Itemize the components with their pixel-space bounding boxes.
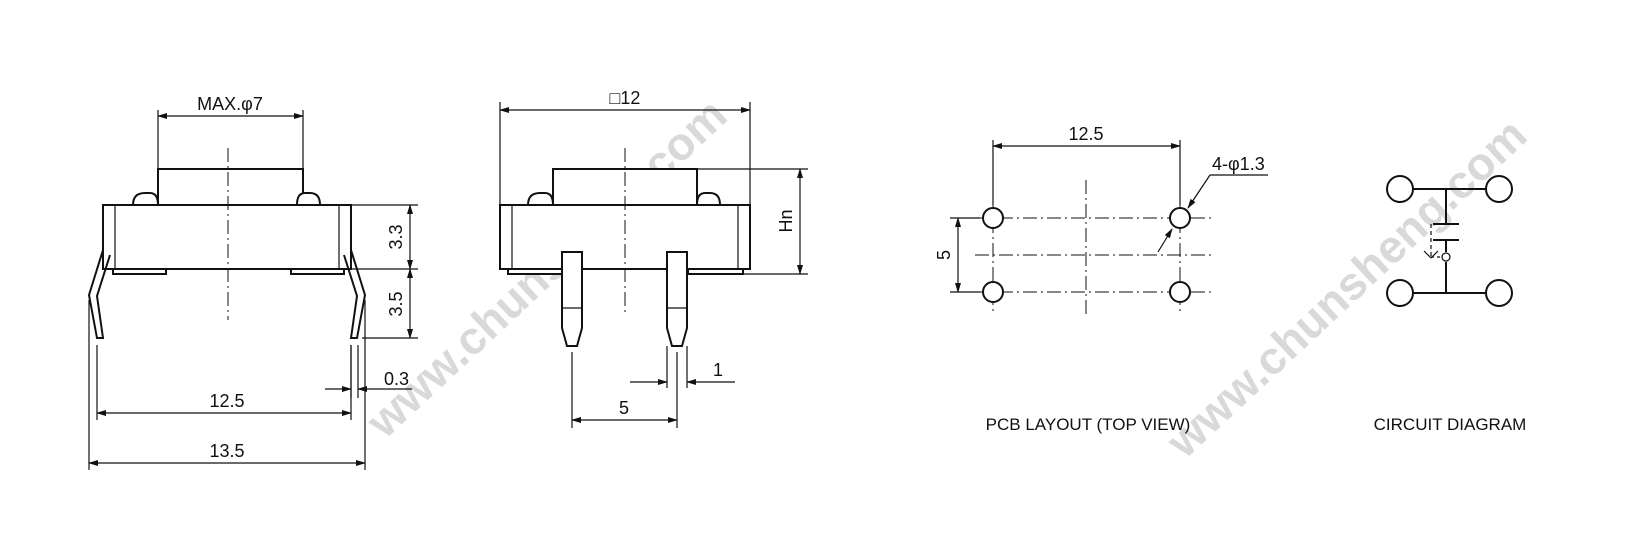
dim-gap: 0.3 <box>384 369 409 389</box>
side-pin-left <box>561 251 583 347</box>
dim-leg-height: 3.5 <box>386 291 406 316</box>
pcb-hole-bl <box>982 281 1004 303</box>
circuit-pivot <box>1441 252 1451 262</box>
circuit-terminal-tl <box>1386 175 1414 203</box>
dim-cap-dia: MAX.φ7 <box>197 94 263 114</box>
circuit-actuator-arrow <box>1423 250 1432 259</box>
pcb-hole-leader-out <box>1187 174 1211 209</box>
circuit-caption: CIRCUIT DIAGRAM <box>1374 415 1527 434</box>
dim-overall: 13.5 <box>209 441 244 461</box>
front-foot-left <box>112 268 167 275</box>
front-leg-left <box>87 249 111 339</box>
pcb-layout: 12.5 5 4-φ1.3 PCB LAYOUT (TOP VIEW) <box>934 124 1268 434</box>
pcb-hole-leader-in <box>1157 228 1173 253</box>
side-stem-left <box>527 192 554 206</box>
side-pin-right <box>666 251 688 347</box>
pcb-hole-br <box>1169 281 1191 303</box>
dim-pitch: 12.5 <box>209 391 244 411</box>
side-foot-right <box>687 268 744 275</box>
front-view: MAX.φ7 3.3 3.5 0.3 12.5 13.5 <box>87 94 418 470</box>
pcb-caption: PCB LAYOUT (TOP VIEW) <box>986 415 1191 434</box>
front-stem-right <box>296 192 321 206</box>
side-stem-right <box>696 192 721 206</box>
dim-pin-pitch: 5 <box>619 398 629 418</box>
dim-width: □12 <box>610 88 641 108</box>
side-view: □12 Hn 1 5 <box>499 88 808 428</box>
dim-pin-width: 1 <box>713 360 723 380</box>
front-leg-right <box>343 249 367 339</box>
pcb-pitch-x: 12.5 <box>1068 124 1103 144</box>
pcb-pitch-y: 5 <box>934 250 954 260</box>
front-foot-right <box>290 268 345 275</box>
circuit-terminal-tr <box>1485 175 1513 203</box>
dim-body-height: 3.3 <box>386 224 406 249</box>
pcb-hole-tr <box>1169 207 1191 229</box>
front-body <box>102 204 352 270</box>
pcb-hole-spec: 4-φ1.3 <box>1212 154 1265 174</box>
front-cap <box>157 168 304 206</box>
pcb-hole-tl <box>982 207 1004 229</box>
circuit-terminal-bl <box>1386 279 1414 307</box>
circuit-diagram: CIRCUIT DIAGRAM <box>1374 175 1527 434</box>
front-stem-left <box>132 192 159 206</box>
dim-hn: Hn <box>776 209 796 232</box>
side-foot-left <box>507 268 564 275</box>
circuit-terminal-br <box>1485 279 1513 307</box>
